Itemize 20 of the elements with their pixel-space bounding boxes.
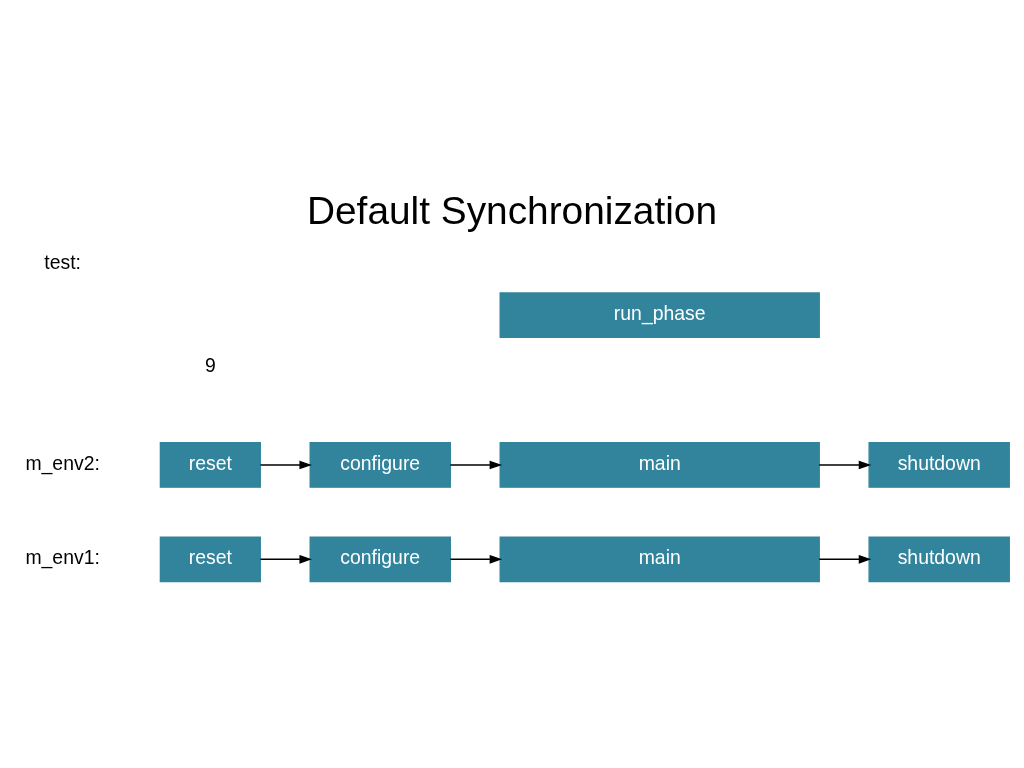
node-box: main [499, 441, 820, 488]
node-box: reset [159, 441, 261, 488]
label: 9 [204, 353, 216, 376]
arrow [818, 460, 872, 469]
node-box: shutdown [868, 441, 1010, 488]
node-box: main [499, 535, 820, 582]
arrow [259, 460, 312, 469]
arrow [449, 554, 503, 564]
arrow [259, 554, 312, 564]
label: m_env1: [25, 545, 100, 568]
node-box: configure [309, 535, 451, 582]
arrow [818, 554, 872, 564]
arrow [449, 460, 503, 469]
node-box: configure [309, 441, 451, 488]
label: test: [44, 250, 81, 273]
node-box: run_phase [499, 291, 820, 338]
node-box: reset [159, 535, 261, 582]
diagram-title: Default Synchronization [306, 188, 718, 232]
node-box: shutdown [868, 535, 1010, 582]
label: m_env2: [25, 451, 100, 474]
